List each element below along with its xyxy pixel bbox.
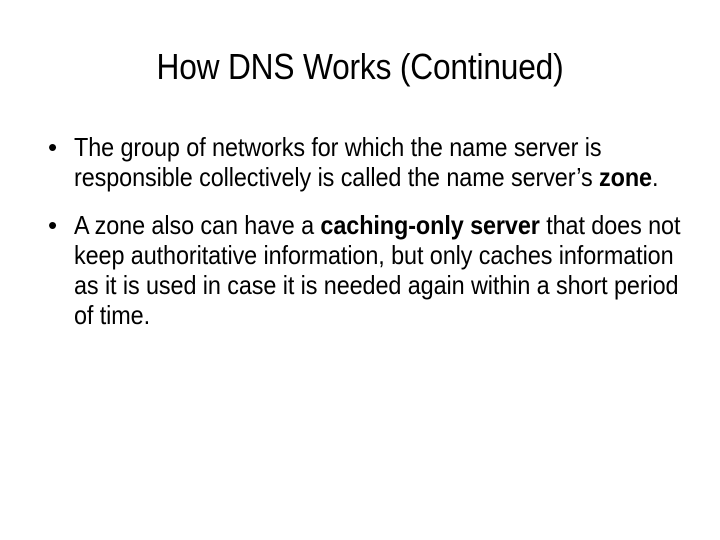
slide-title: How DNS Works (Continued): [156, 46, 564, 87]
bullet-point-icon: •: [48, 210, 58, 240]
bullet-text-zone-definition: The group of networks for which the name…: [74, 132, 659, 192]
bullet-point-icon: •: [48, 132, 58, 162]
bullet-text-caching-only-server: A zone also can have a caching-only serv…: [74, 210, 681, 330]
list-item: • A zone also can have a caching-only se…: [44, 210, 700, 330]
list-item: • The group of networks for which the na…: [44, 132, 700, 192]
slide-body: • The group of networks for which the na…: [44, 132, 700, 330]
